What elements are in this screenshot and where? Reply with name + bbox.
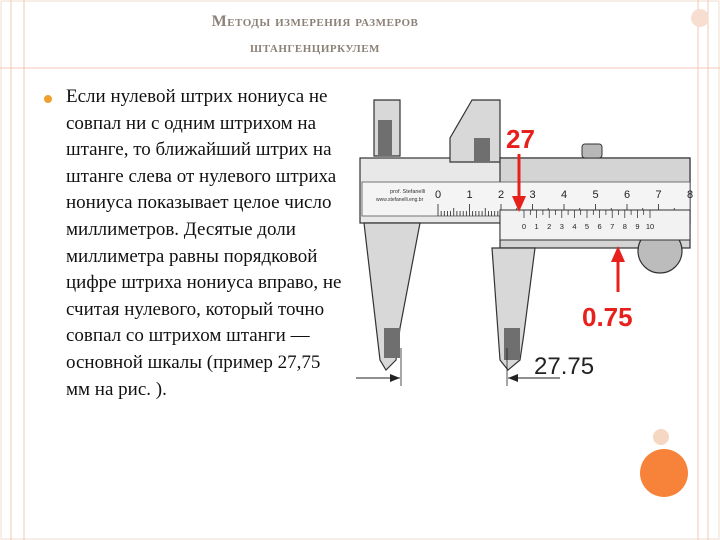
main-scale-label: 2 — [498, 189, 504, 201]
main-scale-label: 8 — [687, 189, 693, 201]
main-scale-label: 5 — [592, 189, 598, 201]
vernier-label: 2 — [547, 222, 551, 231]
vernier-label: 1 — [535, 222, 539, 231]
brand-line-2: www.stefanelli.eng.br — [376, 197, 424, 203]
label-fraction-mm: 0.75 — [582, 302, 633, 332]
vernier-label: 0 — [522, 222, 526, 231]
decor-circle-top-right — [691, 9, 709, 27]
arrow-down-icon — [512, 196, 526, 212]
main-scale-label: 3 — [529, 189, 535, 201]
vernier-label: 5 — [585, 222, 589, 231]
decor-circle-small — [653, 429, 669, 445]
title-line-2: штангенциркулем — [250, 40, 380, 56]
main-scale-label: 4 — [561, 189, 567, 201]
body-text: Если нулевой штрих нониуса не совпал ни … — [66, 86, 342, 400]
vernier-label: 7 — [610, 222, 614, 231]
main-scale-label: 6 — [624, 189, 630, 201]
vernier-label: 10 — [646, 222, 654, 231]
brand-line-1: prof. Stefanelli — [390, 189, 425, 195]
label-whole-mm: 27 — [506, 124, 535, 154]
bullet-icon — [44, 95, 52, 103]
vernier-label: 8 — [623, 222, 627, 231]
vernier-label: 4 — [572, 222, 576, 231]
vernier-label: 3 — [560, 222, 564, 231]
vernier-label: 6 — [598, 222, 602, 231]
main-scale-label: 0 — [435, 189, 441, 201]
main-scale-label: 7 — [655, 189, 661, 201]
slide-title: Методы измерения размеров штангенциркуле… — [30, 8, 600, 62]
label-total-mm: 27.75 — [534, 353, 594, 380]
vernier-label: 9 — [635, 222, 639, 231]
title-line-1: Методы измерения размеров — [211, 13, 419, 30]
decor-circle-large — [640, 449, 688, 497]
arrow-up-icon — [611, 246, 625, 262]
main-scale-label: 1 — [466, 189, 472, 201]
